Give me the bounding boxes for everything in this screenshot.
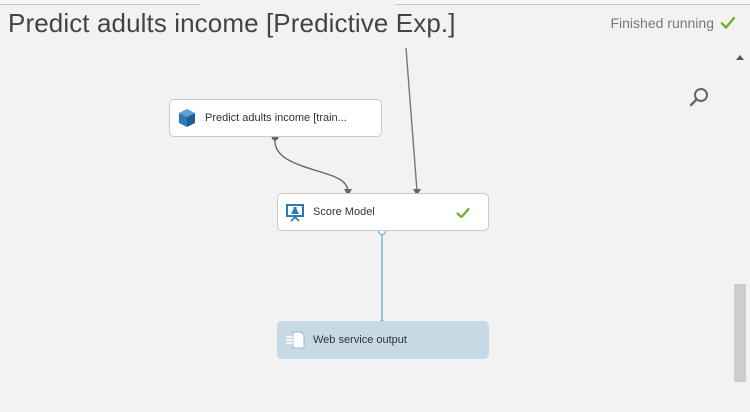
node-score-model[interactable]: Score Model [277, 193, 489, 231]
node-label: Score Model [313, 206, 375, 218]
search-icon[interactable] [688, 86, 710, 108]
flask-icon [286, 204, 304, 222]
edge-model-to-score [274, 136, 349, 194]
run-status: Finished running [610, 15, 736, 31]
tab-right[interactable] [395, 0, 750, 5]
web-output-icon [286, 331, 305, 349]
page-title: Predict adults income [Predictive Exp.] [8, 8, 456, 38]
cube-icon [179, 109, 195, 127]
node-check-icon [456, 207, 470, 219]
edge-external-arrow [413, 189, 421, 196]
tab-left[interactable] [0, 0, 200, 5]
check-icon [720, 16, 736, 29]
node-web-service-output[interactable]: Web service output [277, 321, 489, 359]
node-label: Predict adults income [train... [205, 112, 347, 124]
status-label: Finished running [610, 15, 714, 31]
node-trained-model[interactable]: Predict adults income [train... [169, 99, 382, 137]
scroll-up-arrow-icon[interactable] [735, 53, 745, 61]
tab-bar [0, 0, 750, 6]
edge-model-arrow [344, 189, 352, 196]
node-label: Web service output [313, 334, 407, 346]
scrollbar-thumb[interactable] [734, 284, 746, 382]
edge-external-to-score [405, 47, 418, 192]
